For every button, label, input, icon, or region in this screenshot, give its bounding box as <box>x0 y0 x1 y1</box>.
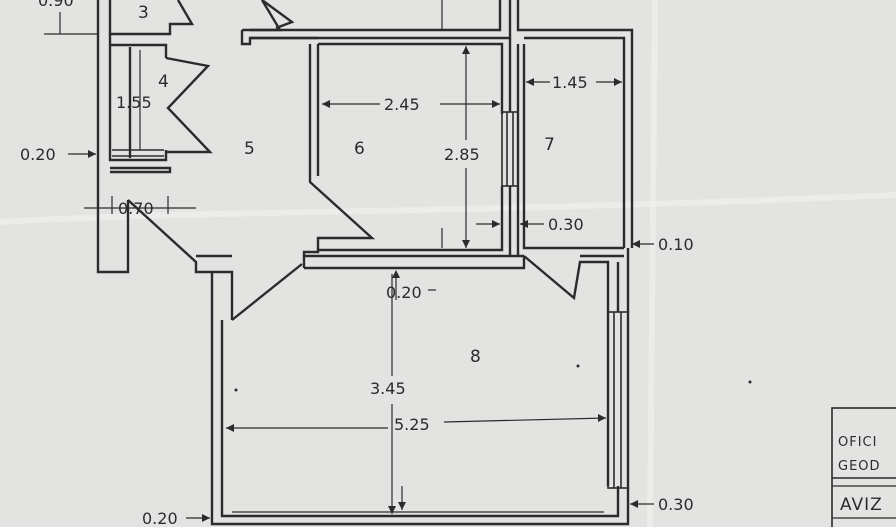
room-3-walls <box>96 0 195 274</box>
room-4-walls <box>108 43 213 174</box>
dim-label-1-55: 1.55 <box>116 93 152 112</box>
paper-crease-vertical <box>647 0 658 527</box>
window-6-7 <box>501 111 519 187</box>
dim-label-3-45: 3.45 <box>370 379 406 398</box>
room-6-walls <box>316 38 512 256</box>
room-5-walls <box>127 0 376 321</box>
room-label-4: 4 <box>158 72 169 92</box>
stamp-line-1: OFICI <box>838 435 877 450</box>
dim-label-0-30-bottom: 0.30 <box>658 495 694 514</box>
dim-label-0-70: 0.70 <box>118 199 154 218</box>
dim-label-0-20-bottom: 0.20 <box>142 509 178 527</box>
middle-horizontal-wall <box>304 254 526 270</box>
room-label-6: 6 <box>354 139 365 159</box>
approval-stamp: OFICI GEOD AVIZ <box>831 407 896 527</box>
paper-crease <box>0 192 896 225</box>
stamp-line-2: GEOD <box>838 459 881 474</box>
speck <box>748 380 752 384</box>
dim-label-1-45: 1.45 <box>552 73 588 92</box>
dimension-lines <box>44 0 654 522</box>
stamp-line-3: AVIZ <box>840 495 883 515</box>
window-8 <box>607 311 629 489</box>
dim-label-0-20-left: 0.20 <box>20 145 56 164</box>
room-label-5: 5 <box>244 139 255 159</box>
room-label-7: 7 <box>544 135 555 155</box>
speck <box>576 364 580 368</box>
dim-label-5-25: 5.25 <box>394 415 430 434</box>
dim-label-0-30-mid: 0.30 <box>548 215 584 234</box>
dim-label-0-20-mid: 0.20 <box>386 283 422 302</box>
dim-label-2-85: 2.85 <box>444 145 480 164</box>
dim-label-0-10: 0.10 <box>658 235 694 254</box>
room-label-8: 8 <box>470 347 481 367</box>
speck <box>234 388 238 392</box>
dim-label-0-90: 0.90 <box>38 0 74 10</box>
dim-label-2-45: 2.45 <box>384 95 420 114</box>
room-7-walls <box>516 44 624 312</box>
room-label-3: 3 <box>138 3 149 23</box>
